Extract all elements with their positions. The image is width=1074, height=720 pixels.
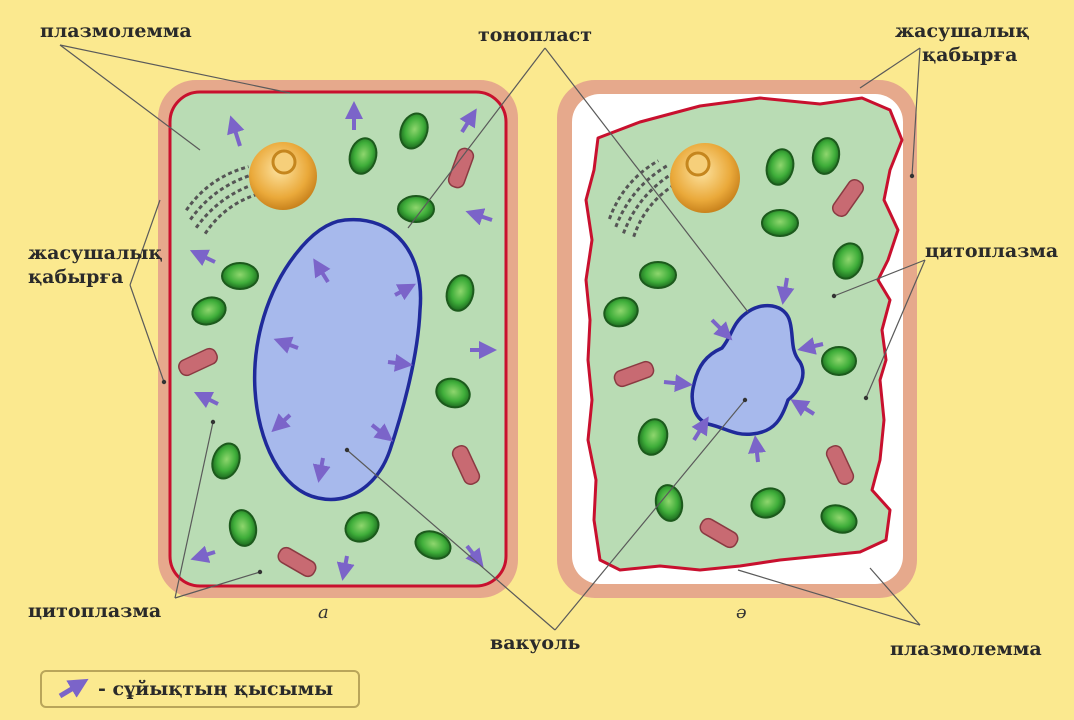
nucleolus-a [273, 151, 295, 173]
label-cytoplasm-left: цитоплазма [28, 600, 161, 622]
caption-cell-a: а [318, 602, 329, 623]
legend: - сұйықтың қысымы [40, 670, 360, 708]
purple-arrow-icon [56, 678, 90, 700]
cell-a [158, 80, 518, 598]
nucleolus-b [687, 153, 709, 175]
label-plasmalemma-bottom: плазмолемма [890, 638, 1042, 660]
label-cell-wall-left-2: қабырға [28, 266, 123, 288]
label-tonoplast: тонопласт [478, 24, 592, 46]
nucleus-b [670, 143, 740, 213]
label-cytoplasm-right: цитоплазма [925, 240, 1058, 262]
legend-text: - сұйықтың қысымы [98, 678, 333, 700]
label-cell-wall-left-1: жасушалық [28, 242, 163, 264]
label-plasmalemma-top: плазмолемма [40, 20, 192, 42]
label-vacuole: вакуоль [490, 632, 580, 654]
cell-b [557, 80, 917, 598]
label-cell-wall-right-2: қабырға [922, 44, 1017, 66]
label-cell-wall-right-1: жасушалық [895, 20, 1030, 42]
caption-cell-b: ә [736, 602, 747, 623]
